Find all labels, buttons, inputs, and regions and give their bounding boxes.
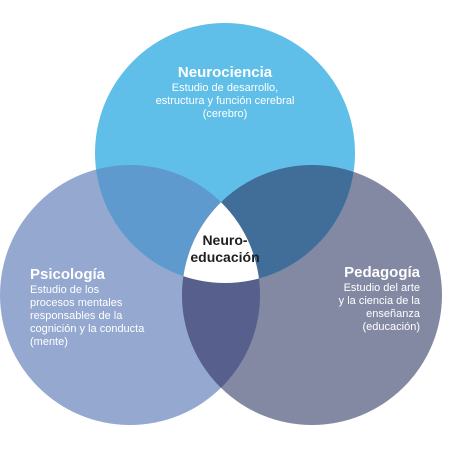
neurociencia-description: Estudio de desarrollo, estructura y func… <box>155 82 295 120</box>
neurociencia-psicologia-overlap <box>95 165 260 283</box>
neurociencia-title: Neurociencia <box>177 64 273 81</box>
pedagogia-label: Pedagogía Estudio del arte y la ciencia … <box>280 264 420 334</box>
psicologia-label: Psicología Estudio de los procesos menta… <box>30 266 180 349</box>
psicologia-description: Estudio de los procesos mentales respons… <box>30 284 145 348</box>
neuroeducacion-label: Neuro- educación <box>190 232 260 265</box>
psicologia-title: Psicología <box>30 266 106 283</box>
neurociencia-label: Neurociencia Estudio de desarrollo, estr… <box>120 64 330 121</box>
pedagogia-description: Estudio del arte y la ciencia de la ense… <box>338 282 420 333</box>
pedagogia-title: Pedagogía <box>344 264 420 281</box>
neurociencia-pedagogia-overlap <box>182 165 355 283</box>
